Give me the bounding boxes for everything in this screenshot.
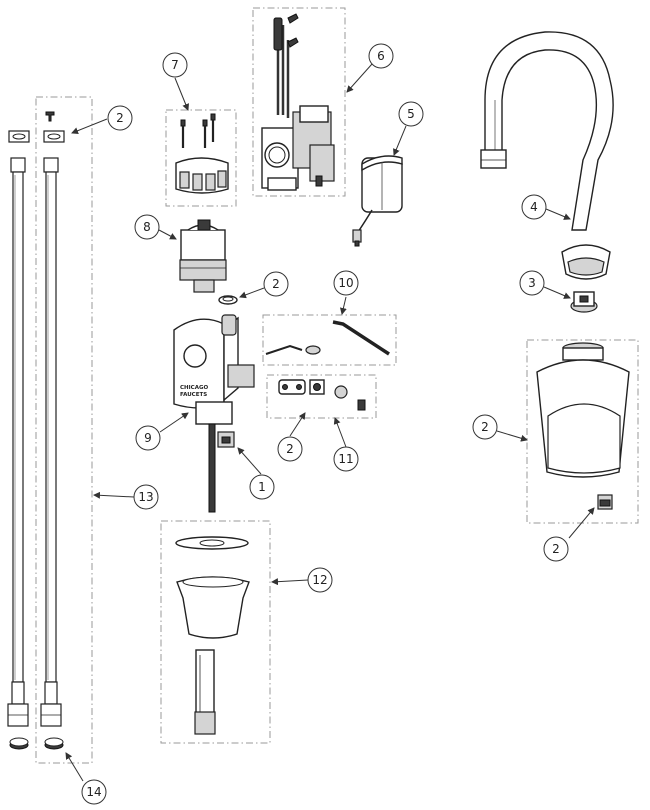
supply-hoses (7, 157, 62, 727)
svg-text:7: 7 (171, 58, 179, 72)
callout-7: 7 (162, 52, 188, 78)
callout-10: 10 (333, 270, 359, 296)
gooseneck-spout (480, 31, 614, 280)
group-box-hoses (35, 96, 93, 764)
group-box-small-parts (266, 374, 377, 419)
service-tools (265, 320, 390, 356)
brand-line-1: CHICAGO (180, 385, 208, 391)
aerator (570, 291, 598, 313)
callout-14: 14 (81, 779, 107, 805)
group-box-tools (262, 314, 397, 366)
hose-washers (8, 111, 65, 143)
svg-text:10: 10 (338, 276, 353, 290)
faucet-body: CHICAGO FAUCETS (173, 314, 255, 513)
svg-text:13: 13 (138, 490, 153, 504)
callout-2-middle: 2 (263, 271, 289, 297)
callout-12: 12 (307, 567, 333, 593)
svg-text:3: 3 (528, 276, 536, 290)
control-module (352, 155, 403, 247)
fitting-adapter (217, 431, 235, 448)
svg-text:2: 2 (481, 420, 489, 434)
svg-text:2: 2 (116, 111, 124, 125)
svg-text:8: 8 (143, 220, 151, 234)
svg-text:2: 2 (552, 542, 560, 556)
svg-text:14: 14 (86, 785, 101, 799)
base-cover-clip (597, 494, 613, 510)
callout-11: 11 (333, 446, 359, 472)
callout-2-fitting: 2 (277, 436, 303, 462)
svg-text:2: 2 (286, 442, 294, 456)
callout-5: 5 (398, 101, 424, 127)
mounting-hardware (175, 536, 250, 735)
callout-1: 1 (249, 474, 275, 500)
svg-text:12: 12 (312, 573, 327, 587)
callout-6: 6 (368, 43, 394, 69)
leader-lines (65, 63, 595, 782)
svg-text:4: 4 (530, 200, 538, 214)
callout-3: 3 (519, 270, 545, 296)
brand-line-2: FAUCETS (180, 392, 207, 398)
cartridge-o-ring (218, 295, 238, 305)
callout-2-right: 2 (543, 536, 569, 562)
group-box-screws (165, 109, 237, 207)
svg-text:11: 11 (338, 452, 353, 466)
callout-4: 4 (521, 194, 547, 220)
mounting-screws (180, 113, 216, 148)
callout-8: 8 (134, 214, 160, 240)
valve-cartridge (179, 219, 227, 293)
callout-13: 13 (133, 484, 159, 510)
base-cover (536, 342, 630, 478)
svg-text:1: 1 (258, 480, 266, 494)
group-box-base-cover (526, 339, 639, 524)
callout-2-top-left: 2 (107, 105, 133, 131)
mounting-nut (175, 157, 229, 194)
svg-text:2: 2 (272, 277, 280, 291)
group-box-mount (160, 520, 271, 744)
svg-text:5: 5 (407, 107, 415, 121)
solenoid-valve-assembly (261, 13, 335, 191)
callout-9: 9 (135, 425, 161, 451)
inlet-washers (9, 737, 64, 750)
svg-text:6: 6 (377, 49, 385, 63)
svg-text:9: 9 (144, 431, 152, 445)
small-parts-kit (278, 379, 366, 411)
group-box-valve (252, 7, 346, 197)
callout-2-lower: 2 (472, 414, 498, 440)
